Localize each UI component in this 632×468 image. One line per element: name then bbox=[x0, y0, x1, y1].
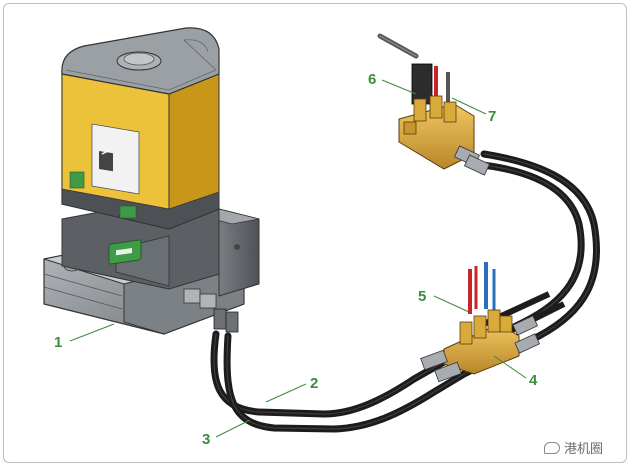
leader-7 bbox=[451, 97, 487, 115]
callout-2: 2 bbox=[310, 375, 318, 392]
hose-3 bbox=[223, 150, 601, 433]
callout-labels: 1 2 3 4 5 6 7 bbox=[54, 71, 538, 448]
leader-3 bbox=[215, 419, 251, 438]
callout-7: 7 bbox=[488, 108, 496, 125]
pump-outlets bbox=[183, 288, 239, 333]
leader-6 bbox=[381, 79, 417, 95]
upper-distributor bbox=[377, 33, 491, 176]
leader-4 bbox=[493, 355, 527, 379]
watermark: 港机圈 bbox=[544, 438, 603, 457]
chat-bubble-icon bbox=[544, 441, 560, 454]
callout-1: 1 bbox=[54, 334, 62, 351]
lubrication-system-illustration: CE bbox=[43, 27, 601, 448]
leader-1 bbox=[69, 323, 115, 342]
callout-6: 6 bbox=[368, 71, 376, 88]
callout-leaders bbox=[69, 79, 527, 438]
callout-4: 4 bbox=[529, 372, 538, 389]
pump-unit: CE bbox=[43, 27, 260, 335]
hose-2 bbox=[210, 160, 585, 418]
hose-assembly bbox=[210, 150, 601, 433]
leader-5 bbox=[433, 295, 470, 313]
callout-3: 3 bbox=[202, 431, 210, 448]
watermark-text: 港机圈 bbox=[564, 442, 604, 457]
diagram-frame: CE bbox=[3, 3, 627, 463]
lower-distributor bbox=[420, 262, 541, 383]
callout-5: 5 bbox=[418, 288, 426, 305]
leader-2 bbox=[265, 383, 307, 403]
